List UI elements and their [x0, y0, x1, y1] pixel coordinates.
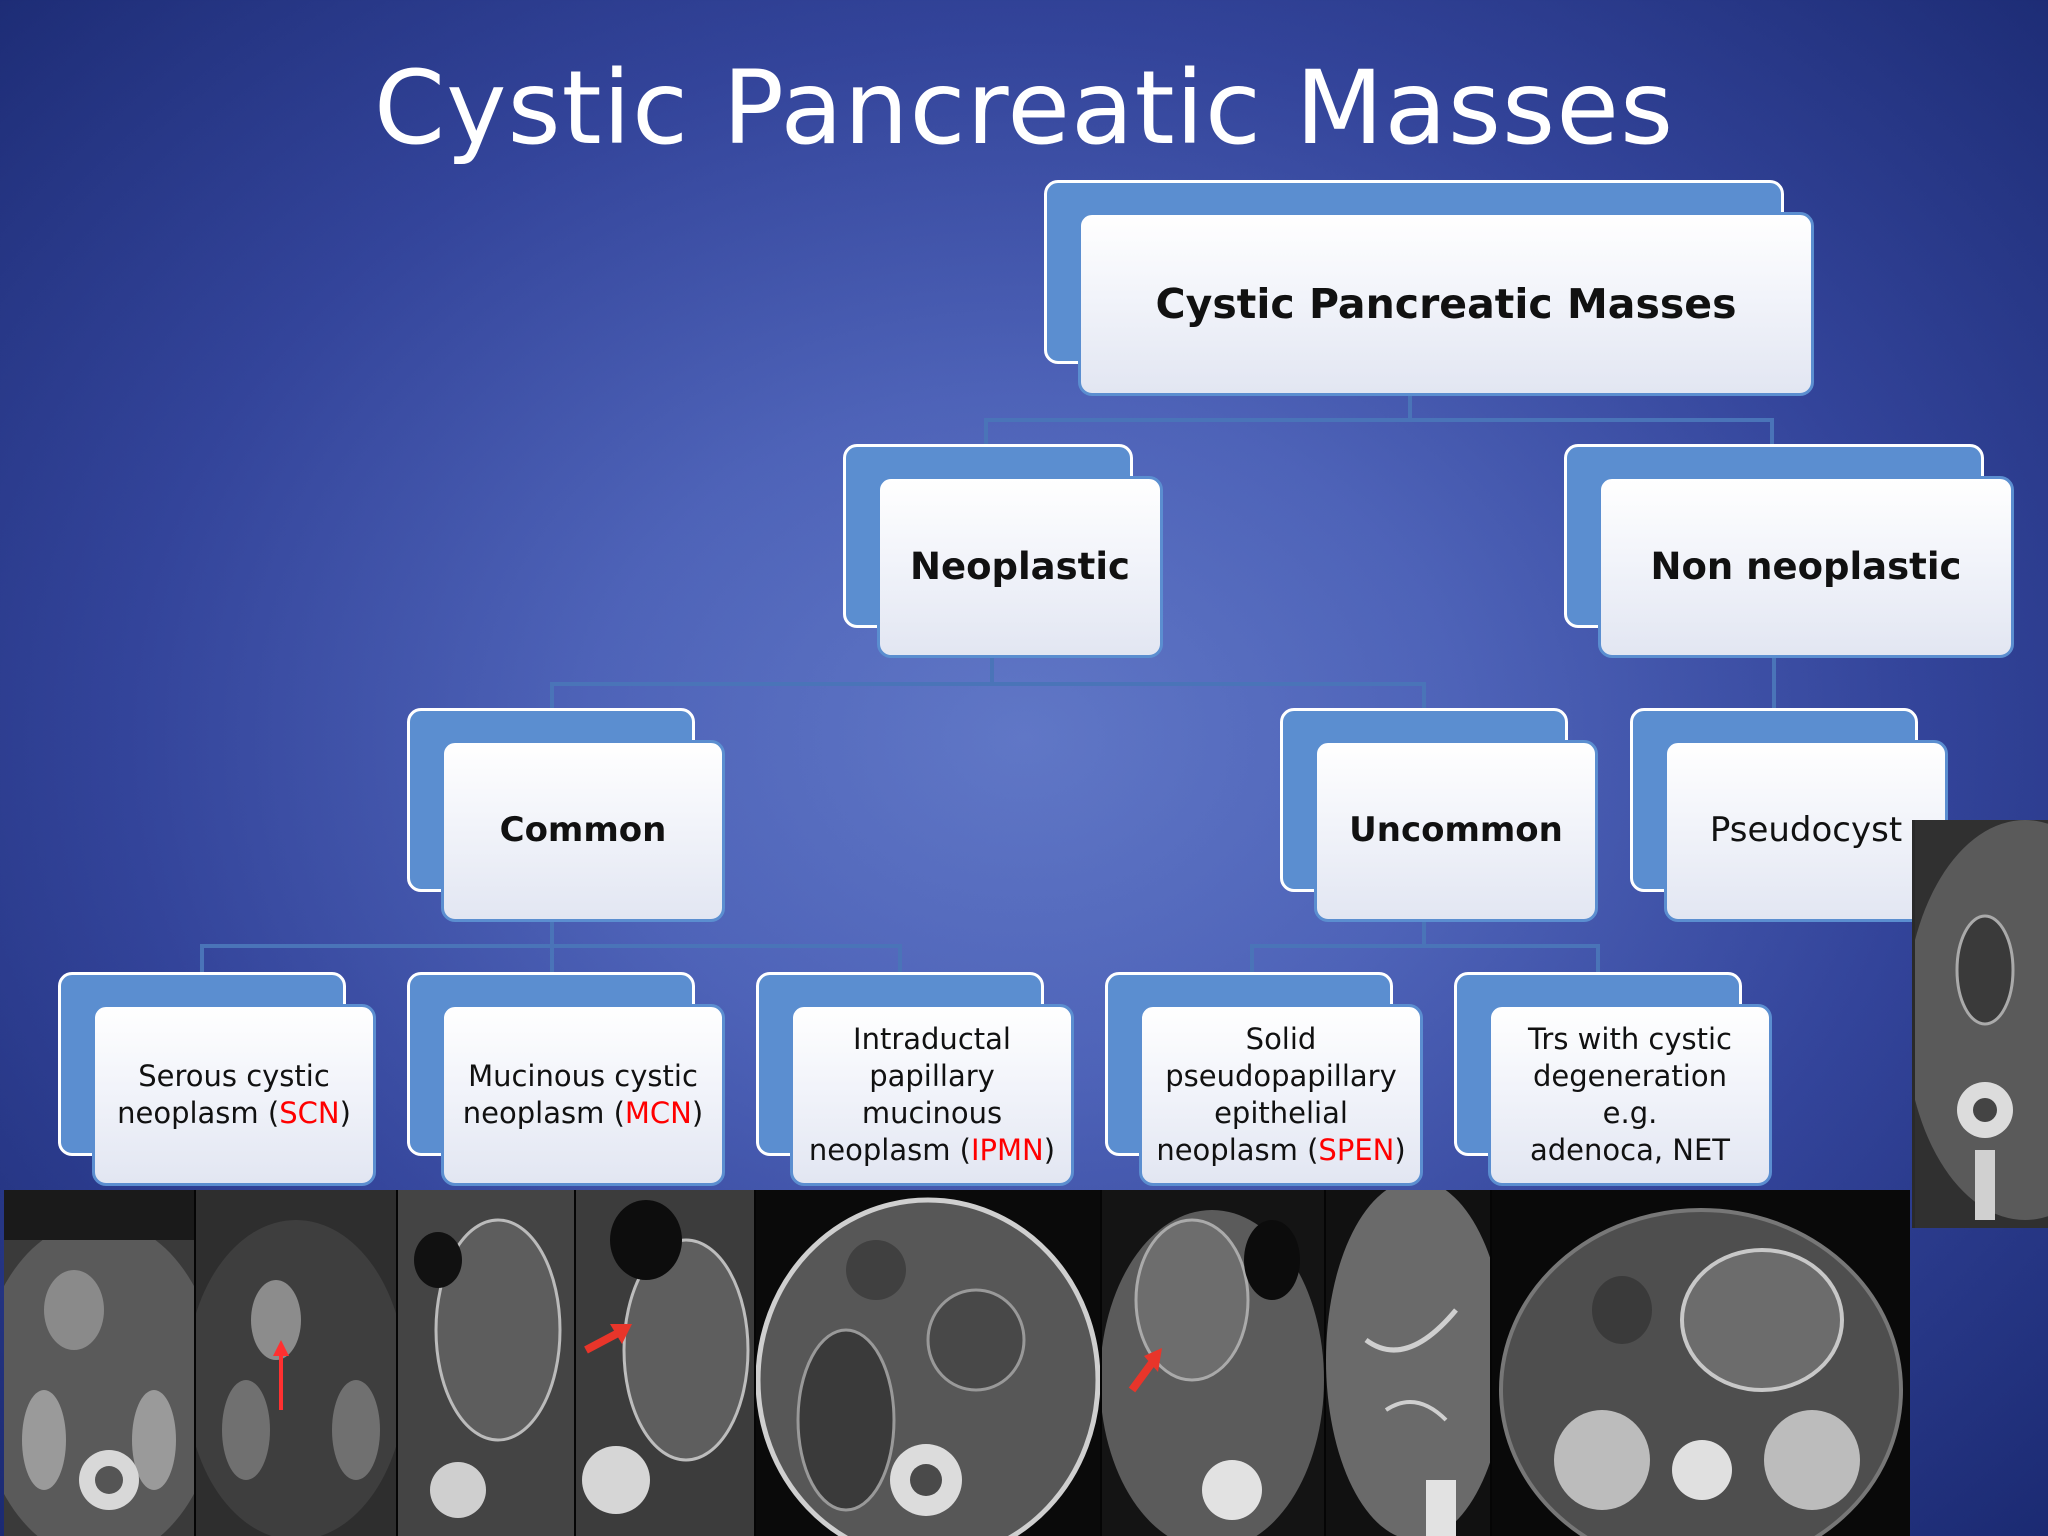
- connector: [1250, 944, 1254, 974]
- spen-ct-image-1: [1102, 1190, 1324, 1536]
- node-scn: Serous cystic neoplasm (SCN): [58, 972, 376, 1186]
- spen-abbreviation: SPEN: [1318, 1132, 1395, 1167]
- node-ipmn: Intraductal papillary mucinous neoplasm …: [756, 972, 1074, 1186]
- node-pseudocyst: Pseudocyst: [1630, 708, 1948, 922]
- node-mcn-line1: Mucinous cystic: [468, 1059, 698, 1094]
- node-root-label: Cystic Pancreatic Masses: [1078, 212, 1814, 396]
- node-spen-line2: pseudopapillary: [1165, 1059, 1397, 1094]
- ct-image-strip: [4, 1190, 1910, 1536]
- connector: [984, 418, 1774, 422]
- node-neoplastic: Neoplastic: [843, 444, 1163, 658]
- connector: [984, 418, 988, 448]
- connector: [990, 656, 994, 684]
- node-ipmn-line4: neoplasm (IPMN): [808, 1132, 1056, 1167]
- connector: [1408, 392, 1412, 420]
- mcn-ct-image-2: [576, 1190, 754, 1536]
- scn-abbreviation: SCN: [279, 1096, 340, 1130]
- connector: [550, 682, 1426, 686]
- mcn-ct-image-1: [398, 1190, 574, 1536]
- node-spen-line1: Solid: [1245, 1022, 1317, 1057]
- connector: [550, 682, 554, 712]
- scn-ct-image-2: [196, 1190, 396, 1536]
- mcn-abbreviation: MCN: [624, 1096, 692, 1130]
- connector: [1422, 918, 1426, 946]
- node-scn-line1: Serous cystic: [138, 1059, 330, 1094]
- ipmn-abbreviation: IPMN: [971, 1132, 1044, 1167]
- connector: [200, 944, 204, 974]
- node-non-neoplastic: Non neoplastic: [1564, 444, 2014, 658]
- node-uncommon: Uncommon: [1280, 708, 1598, 922]
- node-common-label: Common: [441, 740, 725, 922]
- node-trs-line2: degeneration e.g.: [1533, 1059, 1727, 1130]
- slide-title: Cystic Pancreatic Masses: [373, 49, 1675, 168]
- node-mcn: Mucinous cystic neoplasm (MCN): [407, 972, 725, 1186]
- node-ipmn-line1: Intraductal: [853, 1022, 1011, 1057]
- connector: [1422, 682, 1426, 712]
- node-common: Common: [407, 708, 725, 922]
- connector: [898, 944, 902, 974]
- node-ipmn-line3: mucinous: [861, 1096, 1003, 1130]
- node-spen-line3: epithelial: [1214, 1096, 1348, 1130]
- connector: [550, 918, 554, 946]
- node-neoplastic-label: Neoplastic: [877, 476, 1163, 658]
- node-uncommon-label: Uncommon: [1314, 740, 1598, 922]
- node-spen: Solid pseudopapillary epithelial neoplas…: [1105, 972, 1423, 1186]
- node-spen-line4: neoplasm (SPEN): [1156, 1132, 1406, 1167]
- node-trs: Trs with cystic degeneration e.g. adenoc…: [1454, 972, 1772, 1186]
- node-non-neoplastic-label: Non neoplastic: [1598, 476, 2014, 658]
- connector: [1770, 418, 1774, 448]
- connector: [1772, 656, 1776, 712]
- scn-ct-image-1: [4, 1190, 194, 1536]
- node-trs-line1: Trs with cystic: [1527, 1022, 1733, 1057]
- connector: [1596, 944, 1600, 974]
- connector: [550, 944, 554, 974]
- trs-ct-image: [1492, 1190, 1910, 1536]
- node-scn-line2: neoplasm (SCN): [117, 1096, 351, 1130]
- node-pseudocyst-label: Pseudocyst: [1664, 740, 1948, 922]
- connector: [1250, 944, 1600, 948]
- pseudocyst-ct-image: [1905, 820, 2048, 1228]
- ipmn-ct-image: [756, 1190, 1100, 1536]
- node-trs-line3: adenoca, NET: [1529, 1132, 1731, 1167]
- node-root: Cystic Pancreatic Masses: [1044, 180, 1814, 396]
- node-mcn-line2: neoplasm (MCN): [462, 1096, 704, 1130]
- spen-ct-image-2: [1326, 1190, 1490, 1536]
- node-ipmn-line2: papillary: [869, 1059, 995, 1094]
